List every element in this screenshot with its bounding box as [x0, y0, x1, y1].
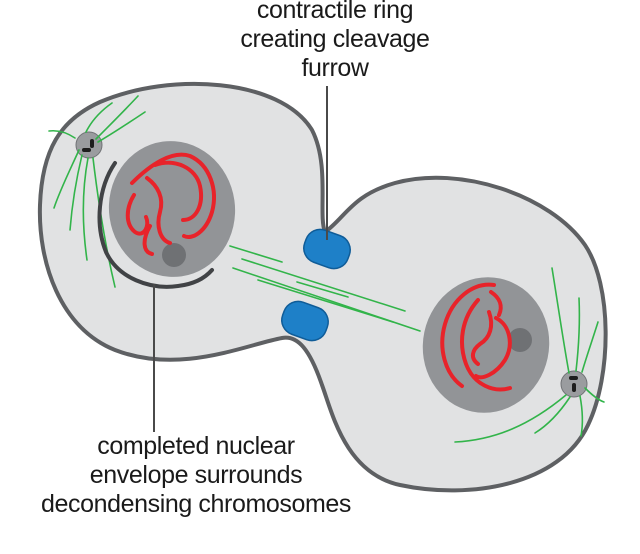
right-nucleolus — [508, 328, 532, 352]
nuclear-envelope-label-line-3: decondensing chromosomes — [40, 490, 352, 518]
contractile-ring-label-line-3: furrow — [301, 54, 369, 82]
nuclear-envelope-label: completed nuclear envelope surrounds dec… — [6, 432, 386, 519]
left-nucleolus — [162, 243, 186, 267]
contractile-ring-label-line-2: creating cleavage — [240, 25, 430, 53]
left-nuclear-envelope — [97, 161, 214, 289]
nuclear-envelope-label-line-2: envelope surrounds — [89, 461, 303, 489]
left-chromosomes — [125, 152, 216, 256]
left-aster-microtubules — [48, 95, 146, 288]
right-aster-microtubules — [454, 267, 605, 443]
right-chromosomes — [440, 282, 512, 392]
contractile-ring-label-line-1: contractile ring — [256, 0, 414, 24]
midzone-microtubules — [229, 245, 421, 332]
contractile-ring-lower — [281, 300, 329, 342]
contractile-ring-upper — [303, 228, 351, 270]
dividing-cell-membrane — [37, 81, 608, 493]
contractile-ring-label: contractile ring creating cleavage furro… — [205, 0, 465, 83]
right-centrosome — [560, 370, 588, 398]
nuclear-envelope-label-line-1: completed nuclear — [97, 432, 295, 460]
